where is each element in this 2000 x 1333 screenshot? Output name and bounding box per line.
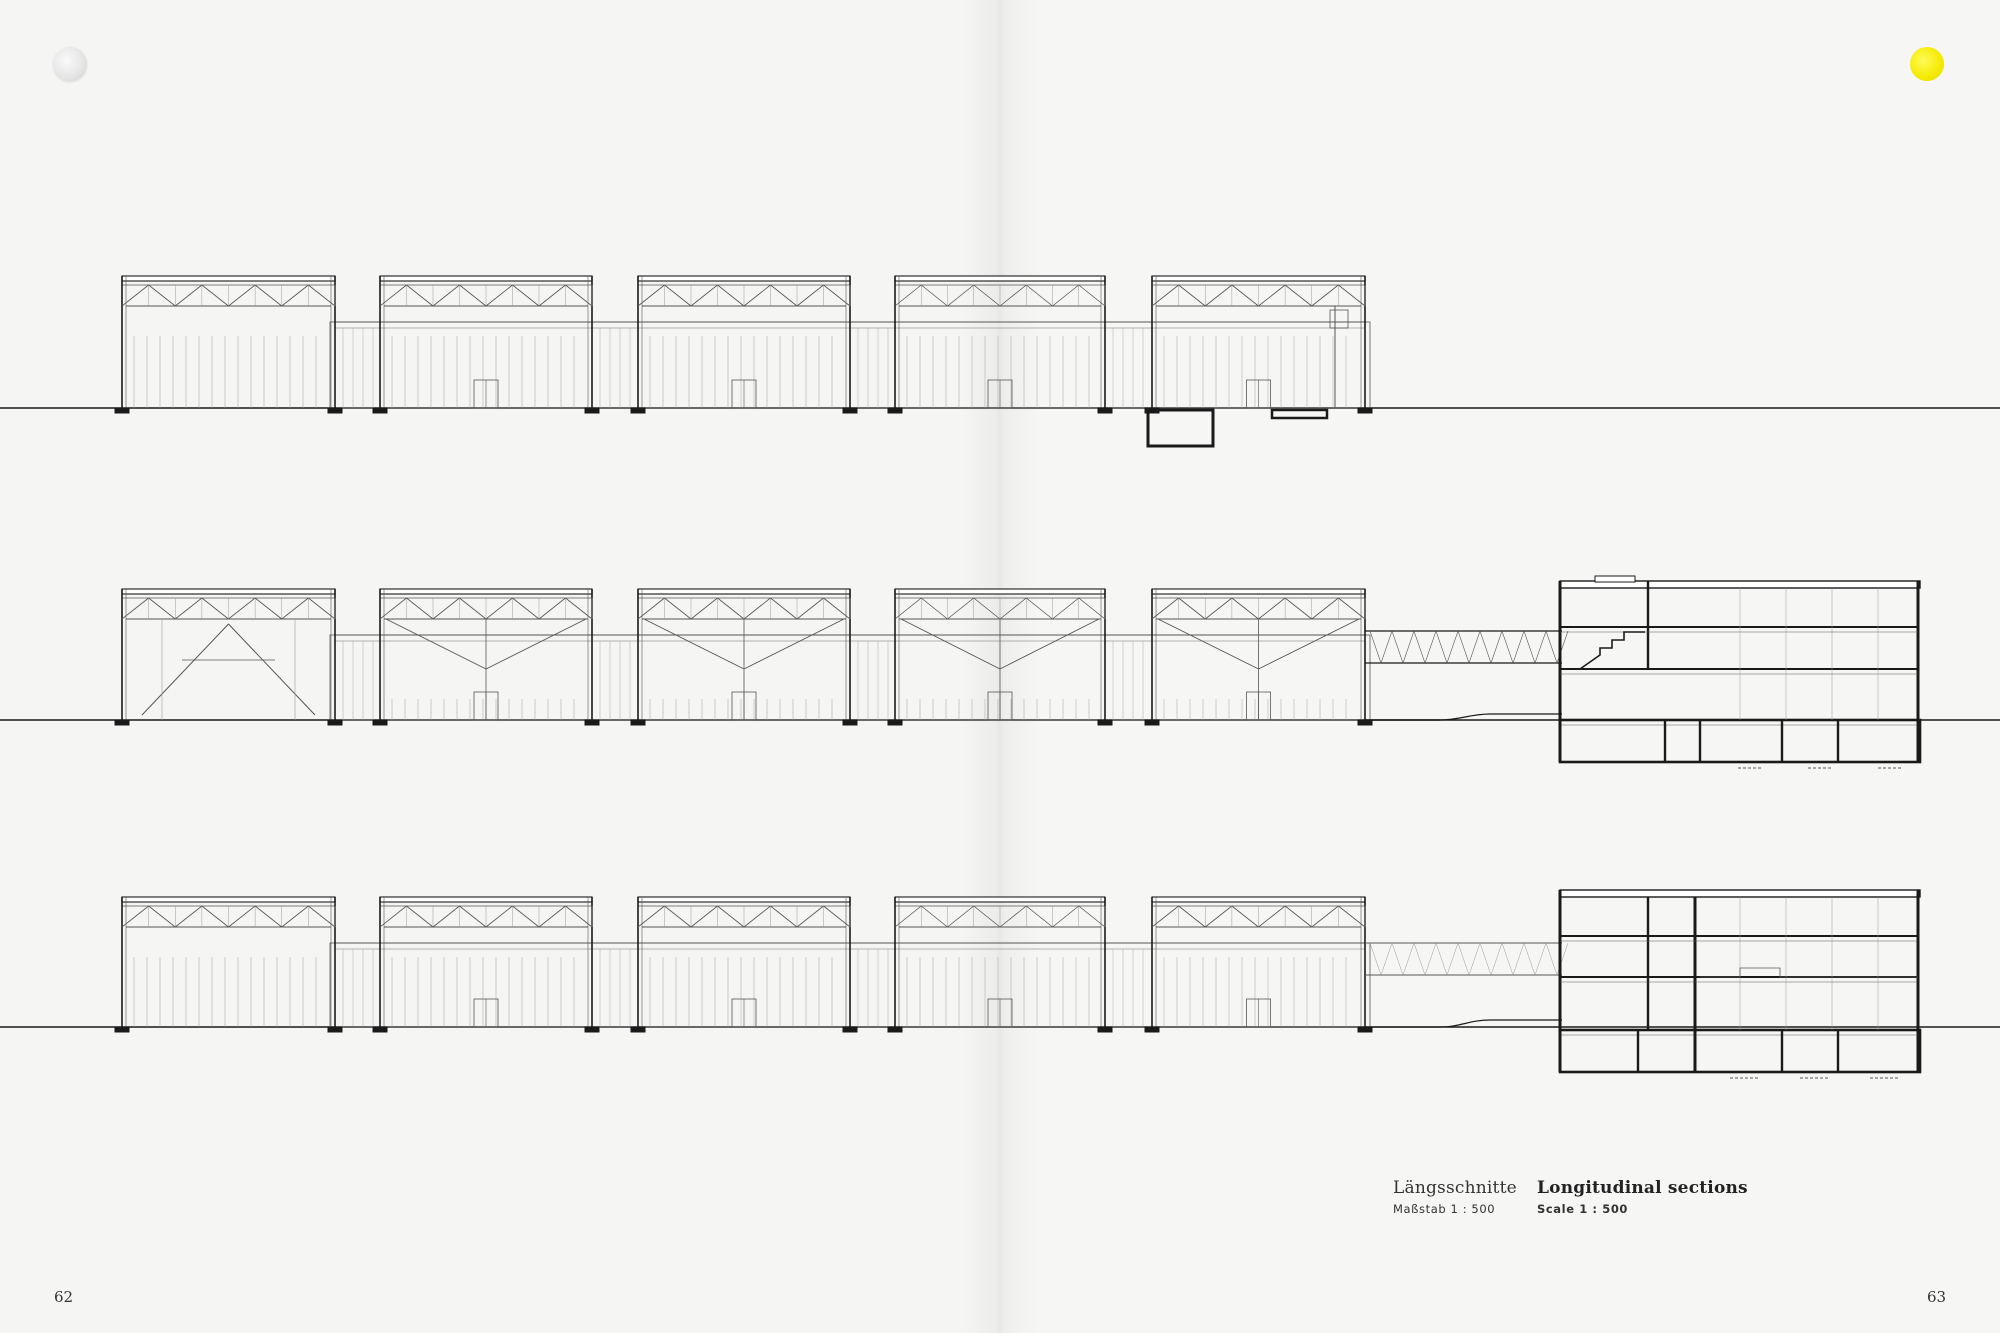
page-number-left: 62 <box>54 1288 74 1306</box>
section-1-drawing <box>0 275 2000 448</box>
section-3-bridge <box>1365 942 1569 1028</box>
page-number-right: 63 <box>1927 1288 1947 1306</box>
caption-scale-en: Scale 1 : 500 <box>1537 1202 1629 1216</box>
section-3-drawing <box>0 896 2000 1033</box>
right-page <box>1000 0 2000 1333</box>
left-page <box>0 0 1000 1333</box>
caption-title-en: Longitudinal sections <box>1537 1178 1748 1198</box>
section-2-office-block <box>1558 575 1922 769</box>
section-2-bridge <box>1365 630 1569 721</box>
grey-dot-marker-icon <box>53 47 87 81</box>
yellow-dot-marker-icon <box>1910 47 1944 81</box>
caption-german: Längsschnitte Maßstab 1 : 500 <box>1393 1178 1517 1216</box>
section-2-drawing <box>0 588 2000 726</box>
section-3-office-block <box>1558 889 1922 1079</box>
caption-scale-de: Maßstab 1 : 500 <box>1393 1202 1496 1216</box>
caption-title-de: Längsschnitte <box>1393 1178 1517 1198</box>
caption-english: Longitudinal sections Scale 1 : 500 <box>1537 1178 1748 1216</box>
